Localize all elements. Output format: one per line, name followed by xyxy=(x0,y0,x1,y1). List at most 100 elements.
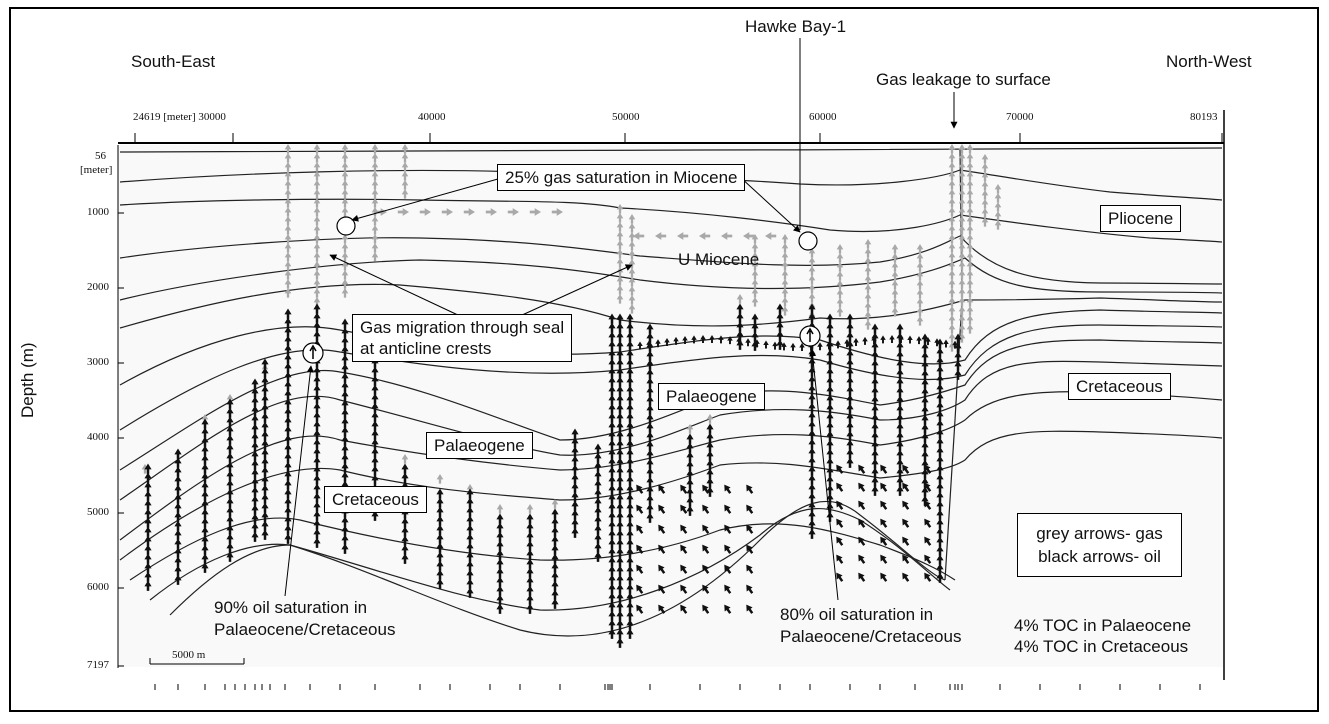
oil-arrow xyxy=(226,416,234,427)
oil-arrow xyxy=(871,422,879,433)
gas-arrow xyxy=(966,225,974,235)
oil-arrow xyxy=(916,336,922,345)
oil-arrow xyxy=(144,481,152,492)
oil-arrow xyxy=(936,500,944,511)
marker-gas-left xyxy=(336,216,356,236)
gas-arrow xyxy=(341,234,349,244)
oil-arrow xyxy=(466,506,474,517)
oil-arrow xyxy=(921,378,929,389)
oil-arrow xyxy=(526,540,534,551)
gas-arrow xyxy=(284,234,292,244)
oil-arrow xyxy=(251,405,259,416)
oil-arrow xyxy=(936,446,944,457)
horizon-5 xyxy=(119,257,1223,301)
oil-arrow xyxy=(836,464,844,474)
oil-arrow xyxy=(313,501,321,512)
oil-arrow xyxy=(858,518,866,528)
gas-arrow xyxy=(751,297,759,307)
oil-arrow xyxy=(817,342,823,351)
oil-arrow xyxy=(846,385,854,396)
oil-arrow xyxy=(896,422,904,433)
oil-arrow xyxy=(680,504,688,514)
oil-left-line-1: 90% oil saturation in xyxy=(214,598,368,617)
oil-arrow xyxy=(776,330,784,341)
depth-tick-1000: 1000 xyxy=(87,206,109,218)
oil-arrow xyxy=(551,598,559,609)
oil-arrow xyxy=(680,524,688,534)
oil-arrow xyxy=(954,369,962,380)
horizon-base xyxy=(169,500,946,637)
gas-arrow xyxy=(966,324,974,334)
gas-arrow xyxy=(948,243,956,253)
oil-arrow xyxy=(201,418,209,429)
oil-arrow xyxy=(844,339,850,348)
gas-arrow xyxy=(966,198,974,208)
oil-arrow xyxy=(313,375,321,386)
oil-arrow xyxy=(313,537,321,548)
oil-arrow xyxy=(251,396,259,407)
gas-arrow xyxy=(341,261,349,271)
oil-arrow xyxy=(401,472,409,483)
oil-arrow xyxy=(808,429,816,440)
oil-arrow xyxy=(626,439,634,450)
oil-arrow xyxy=(608,385,616,396)
oil-arrow xyxy=(496,567,504,578)
oil-arrow xyxy=(401,553,409,564)
oil-arrow xyxy=(724,544,732,554)
gas-arrow xyxy=(628,241,636,251)
oil-arrow xyxy=(686,451,694,462)
oil-arrow xyxy=(921,405,929,416)
oil-arrow xyxy=(871,476,879,487)
oil-arrow xyxy=(846,412,854,423)
oil-arrow xyxy=(144,526,152,537)
oil-arrow xyxy=(251,432,259,443)
oil-arrow xyxy=(686,496,694,507)
oil-arrow xyxy=(371,465,379,476)
horizon-11 xyxy=(119,391,1223,541)
gas-arrow xyxy=(313,261,321,271)
oil-arrow xyxy=(144,517,152,528)
oil-arrow xyxy=(907,335,913,344)
oil-arrow xyxy=(936,392,944,403)
oil-arrow xyxy=(313,330,321,341)
oil-arrow xyxy=(880,464,888,474)
oil-arrow xyxy=(608,529,616,540)
oil-arrow xyxy=(261,403,269,414)
gas-arrow xyxy=(916,316,924,326)
oil-arrow xyxy=(313,393,321,404)
oil-arrow xyxy=(921,351,929,362)
oil-arrow xyxy=(261,394,269,405)
oil-arrow xyxy=(936,473,944,484)
oil-arrow xyxy=(251,513,259,524)
gas-arrow xyxy=(994,211,1002,221)
oil-arrow xyxy=(594,497,602,508)
gas-arrow xyxy=(751,288,759,298)
oil-arrow xyxy=(921,432,929,443)
gas-arrow xyxy=(958,234,966,244)
oil-arrow xyxy=(921,468,929,479)
oil-arrow xyxy=(371,375,379,386)
gas-arrow xyxy=(916,307,924,317)
gas-arrow xyxy=(341,288,349,298)
gas-arrow xyxy=(958,333,966,343)
gas-arrow xyxy=(616,222,624,232)
oil-arrow xyxy=(251,414,259,425)
oil-arrow xyxy=(858,554,866,564)
oil-arrow xyxy=(921,360,929,371)
oil-arrow xyxy=(251,441,259,452)
gas-arrow xyxy=(864,311,872,321)
oil-arrow xyxy=(313,456,321,467)
oil-arrow xyxy=(658,504,666,514)
gas-arrow xyxy=(677,232,689,240)
oil-arrow xyxy=(686,505,694,516)
marker-gas-well xyxy=(798,231,818,251)
oil-arrow xyxy=(436,506,444,517)
oil-arrow xyxy=(608,601,616,612)
oil-arrow xyxy=(144,571,152,582)
oil-arrow xyxy=(862,336,868,345)
oil-arrow xyxy=(808,393,816,404)
oil-arrow xyxy=(551,553,559,564)
oil-arrow xyxy=(401,526,409,537)
gas-migration-callout: Gas migration through seal at anticline … xyxy=(352,314,573,362)
oil-arrow xyxy=(702,584,710,594)
